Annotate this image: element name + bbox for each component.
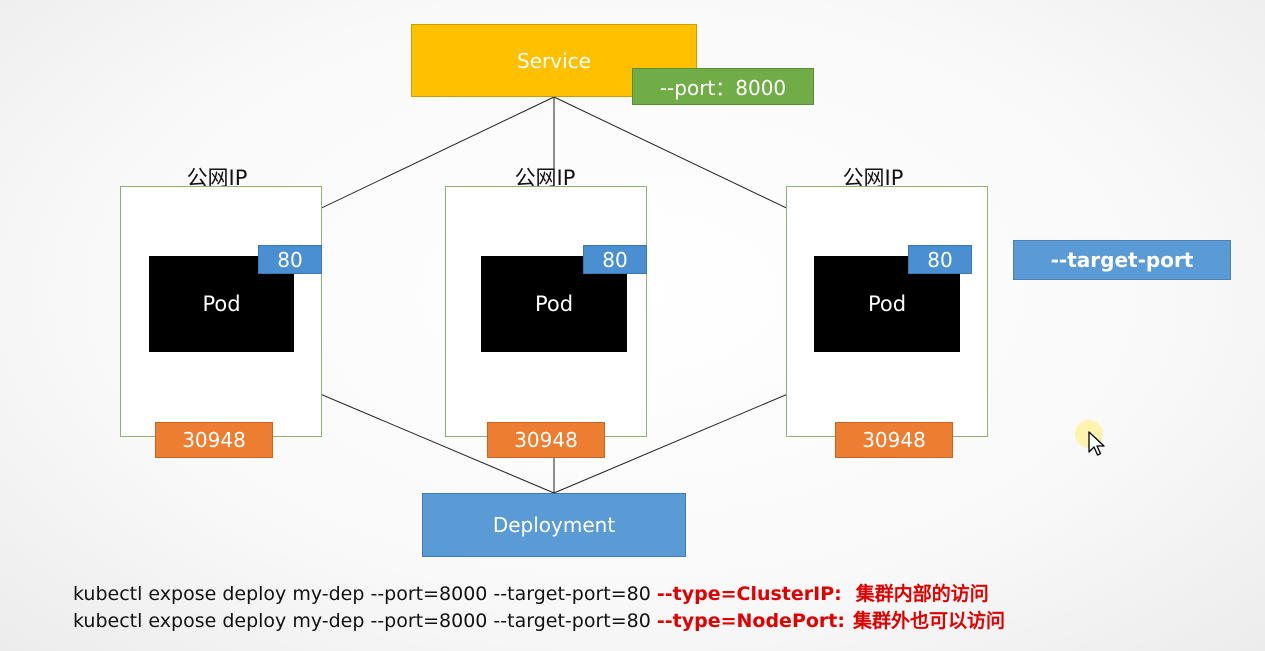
command-2-note: 集群外也可以访问 [852, 610, 1005, 632]
node-2-node-port: 30948 [487, 422, 605, 458]
command-2-base: kubectl expose deploy my-dep --port=8000… [73, 610, 657, 632]
node-3-node-port: 30948 [835, 422, 953, 458]
command-1-base: kubectl expose deploy my-dep --port=8000… [73, 583, 657, 605]
node-1-node-port: 30948 [155, 422, 273, 458]
mouse-cursor-icon [1088, 431, 1105, 456]
pod-3-container-port: 80 [908, 245, 972, 274]
command-1-note: 集群内部的访问 [855, 583, 989, 605]
command-2-type-flag: --type=NodePort: [656, 610, 845, 632]
service-port-label: --port：8000 [632, 68, 814, 105]
pod-2-container-port: 80 [583, 245, 647, 274]
pod-1-container-port: 80 [258, 245, 322, 274]
command-line-2: kubectl expose deploy my-dep --port=8000… [73, 608, 1005, 634]
command-line-1: kubectl expose deploy my-dep --port=8000… [73, 581, 989, 607]
target-port-label: --target-port [1013, 240, 1231, 280]
deployment-box: Deployment [422, 493, 686, 557]
command-1-type-flag: --type=ClusterIP: [656, 583, 842, 605]
